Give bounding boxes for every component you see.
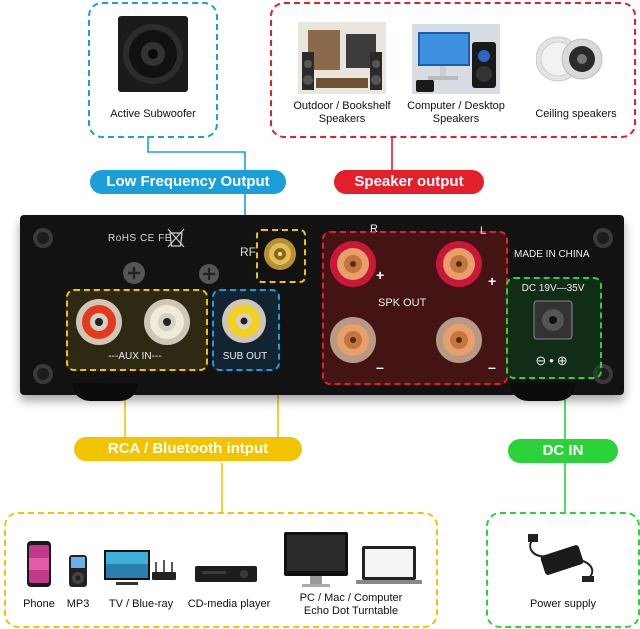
screw-icon <box>33 364 53 384</box>
right-channel-label: R <box>370 223 378 235</box>
computer-label: PC / Mac / Computer Echo Dot Turntable <box>299 592 403 617</box>
speakers-box: Outdoor / Bookshelf Speakers Computer / … <box>270 2 636 138</box>
ceiling-speaker-icon <box>536 36 603 82</box>
cd-player-icon <box>195 566 257 582</box>
sub-out-yellow-jack-icon[interactable] <box>220 297 268 345</box>
phone-icon <box>27 541 51 587</box>
phillips-screw-icon <box>123 262 145 284</box>
dc-polarity-symbol: ⊖•⊕ <box>535 353 571 368</box>
rf-label: RF <box>240 245 256 259</box>
subwoofer-label: Active Subwoofer <box>110 108 196 120</box>
weee-bin-icon <box>167 228 185 248</box>
aux-in-label: ---AUX IN--- <box>108 351 162 362</box>
dc-in-pill: DC IN <box>508 439 618 463</box>
phillips-screw-icon <box>199 264 219 284</box>
power-adapter-icon <box>528 534 594 582</box>
negative-label-left: – <box>488 359 496 375</box>
right-foot <box>510 383 576 401</box>
low-frequency-output-pill: Low Frequency Output <box>90 170 286 194</box>
left-positive-binding-post-icon[interactable] <box>434 239 484 289</box>
rca-bluetooth-input-pill: RCA / Bluetooth intput <box>74 437 302 461</box>
negative-label-right: – <box>376 359 384 375</box>
sub-out-label: SUB OUT <box>222 351 268 362</box>
positive-label-left: + <box>488 273 497 289</box>
rf-antenna-connector-icon <box>264 238 296 270</box>
phone-label: Phone <box>23 598 55 610</box>
tv-label: TV / Blue-ray <box>108 598 174 610</box>
tv-icon <box>104 550 176 585</box>
amplifier-rear-panel: RoHS CE FE RF ---AUX IN--- SUB OUT R L S <box>20 215 624 401</box>
bookshelf-speakers-icon <box>298 22 386 94</box>
speaker-output-pill: Speaker output <box>334 170 484 194</box>
right-negative-binding-post-icon[interactable] <box>328 315 378 365</box>
left-channel-label: L <box>480 225 487 237</box>
power-supply-label: Power supply <box>529 598 597 610</box>
mp3-player-icon <box>69 555 87 587</box>
aux-in-red-jack-icon[interactable] <box>74 297 124 347</box>
left-foot <box>72 383 138 401</box>
computer-icon <box>284 532 422 587</box>
bookshelf-speakers-label: Outdoor / Bookshelf Speakers <box>293 100 391 125</box>
screw-icon <box>33 228 53 248</box>
mp3-label: MP3 <box>66 598 90 610</box>
rf-highlight <box>256 229 306 283</box>
aux-in-white-jack-icon[interactable] <box>142 297 192 347</box>
subwoofer-icon <box>118 16 188 92</box>
desktop-speakers-label: Computer / Desktop Speakers <box>407 100 505 125</box>
left-negative-binding-post-icon[interactable] <box>434 315 484 365</box>
made-in-label: MADE IN CHINA <box>514 249 590 260</box>
screw-icon <box>593 228 613 248</box>
speaker-out-label: SPK OUT <box>378 297 427 309</box>
cd-player-label: CD-media player <box>187 598 271 610</box>
right-positive-binding-post-icon[interactable] <box>328 239 378 289</box>
dc-power-jack-icon[interactable] <box>532 299 574 341</box>
certification-marks: RoHS CE FE <box>108 233 172 244</box>
dc-voltage-label: DC 19V—35V <box>521 283 585 294</box>
positive-label-right: + <box>376 267 385 283</box>
input-sources-box: Phone MP3 TV / Blue-ray CD-media player … <box>4 512 438 628</box>
desktop-speakers-icon <box>412 24 500 94</box>
ceiling-speaker-label: Ceiling speakers <box>535 108 617 120</box>
subwoofer-box: Active Subwoofer <box>88 2 218 138</box>
power-supply-box: Power supply <box>486 512 640 628</box>
